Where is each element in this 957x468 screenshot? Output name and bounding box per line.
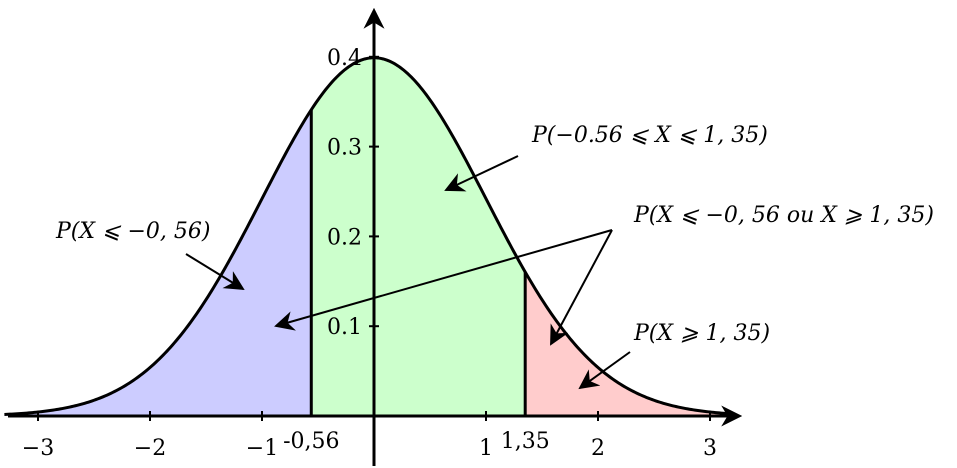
density-curve bbox=[4, 56, 733, 416]
label-middle: P(−0.56 ⩽ X ⩽ 1, 35) bbox=[531, 123, 768, 148]
x-tick-label: −2 bbox=[134, 436, 166, 461]
x-tick-label: 1 bbox=[479, 436, 493, 461]
arrow-middle bbox=[444, 155, 519, 192]
label-right-tail: P(X ⩾ 1, 35) bbox=[633, 321, 770, 346]
x-ticks: −3 −2 −1 1 2 3 bbox=[22, 411, 717, 461]
arrow-left-tail bbox=[185, 253, 245, 291]
arrow-union-left bbox=[274, 229, 613, 331]
y-tick-label: 0.1 bbox=[327, 315, 362, 340]
x-tick-label: 2 bbox=[591, 436, 605, 461]
label-left-tail: P(X ⩽ −0, 56) bbox=[55, 219, 210, 244]
arrow-union-right bbox=[550, 229, 613, 346]
bound-label: 1,35 bbox=[501, 429, 550, 454]
y-ticks: 0.1 0.2 0.3 0.4 bbox=[327, 46, 379, 340]
bound-label: -0,56 bbox=[283, 429, 339, 454]
y-tick-label: 0.2 bbox=[327, 225, 362, 250]
region-middle bbox=[311, 57, 526, 416]
region-left-tail bbox=[4, 109, 312, 417]
arrow-right-tail bbox=[578, 351, 631, 390]
region-right-tail bbox=[525, 271, 733, 416]
label-union: P(X ⩽ −0, 56 ou X ⩾ 1, 35) bbox=[633, 203, 934, 228]
y-tick-label: 0.4 bbox=[327, 46, 362, 71]
bound-labels: -0,56 1,35 bbox=[283, 429, 550, 454]
y-tick-label: 0.3 bbox=[327, 136, 362, 161]
x-tick-label: −1 bbox=[246, 436, 278, 461]
x-tick-label: −3 bbox=[22, 436, 54, 461]
x-tick-label: 3 bbox=[703, 436, 717, 461]
